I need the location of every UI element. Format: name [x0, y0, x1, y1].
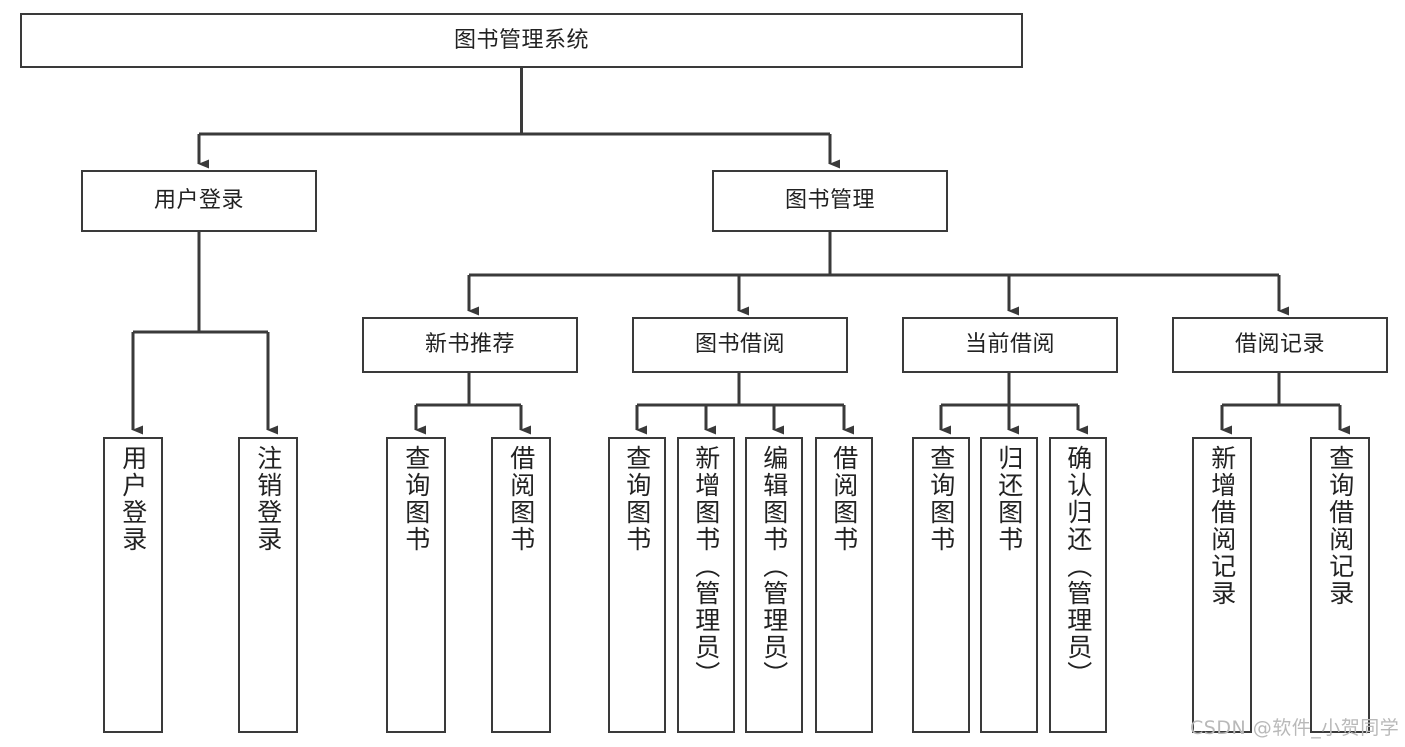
node-leaf-add-book[interactable]: 新增图书（管理员）	[677, 437, 735, 733]
node-leaf-borrow-book-1-label: 借阅图书	[506, 445, 536, 553]
node-book-borrow[interactable]: 图书借阅	[632, 317, 848, 373]
node-leaf-logout-login[interactable]: 注销登录	[238, 437, 298, 733]
node-leaf-query-book-2-label: 查询图书	[622, 445, 652, 553]
node-leaf-return-book-label: 归还图书	[994, 445, 1024, 553]
node-book-manage-label: 图书管理	[784, 188, 875, 214]
node-book-manage[interactable]: 图书管理	[712, 170, 948, 232]
node-borrow-record[interactable]: 借阅记录	[1172, 317, 1388, 373]
node-leaf-query-book-1[interactable]: 查询图书	[386, 437, 446, 733]
node-leaf-add-book-label: 新增图书（管理员）	[691, 445, 721, 688]
node-new-book-recommend-label: 新书推荐	[424, 332, 515, 358]
node-leaf-logout-login-label: 注销登录	[253, 445, 283, 553]
node-leaf-borrow-book-1[interactable]: 借阅图书	[491, 437, 551, 733]
node-user-login[interactable]: 用户登录	[81, 170, 317, 232]
node-leaf-borrow-book-2[interactable]: 借阅图书	[815, 437, 873, 733]
csdn-watermark: CSDN @软件_小贺同学	[1190, 717, 1400, 739]
node-leaf-borrow-book-2-label: 借阅图书	[829, 445, 859, 553]
node-leaf-query-book-1-label: 查询图书	[401, 445, 431, 553]
node-leaf-add-record[interactable]: 新增借阅记录	[1192, 437, 1252, 733]
node-current-borrow-label: 当前借阅	[964, 332, 1055, 358]
node-current-borrow[interactable]: 当前借阅	[902, 317, 1118, 373]
node-leaf-query-record-label: 查询借阅记录	[1325, 445, 1355, 607]
node-root-label: 图书管理系统	[453, 27, 589, 53]
node-borrow-record-label: 借阅记录	[1234, 332, 1325, 358]
node-new-book-recommend[interactable]: 新书推荐	[362, 317, 578, 373]
node-leaf-user-login[interactable]: 用户登录	[103, 437, 163, 733]
node-leaf-edit-book[interactable]: 编辑图书（管理员）	[745, 437, 803, 733]
node-leaf-query-book-3[interactable]: 查询图书	[912, 437, 970, 733]
node-user-login-label: 用户登录	[153, 188, 244, 214]
node-leaf-confirm-return-label: 确认归还（管理员）	[1063, 445, 1093, 688]
node-leaf-query-record[interactable]: 查询借阅记录	[1310, 437, 1370, 733]
node-book-borrow-label: 图书借阅	[694, 332, 785, 358]
node-leaf-edit-book-label: 编辑图书（管理员）	[759, 445, 789, 688]
node-leaf-add-record-label: 新增借阅记录	[1207, 445, 1237, 607]
node-root[interactable]: 图书管理系统	[20, 13, 1023, 68]
node-leaf-query-book-2[interactable]: 查询图书	[608, 437, 666, 733]
node-leaf-query-book-3-label: 查询图书	[926, 445, 956, 553]
node-leaf-return-book[interactable]: 归还图书	[980, 437, 1038, 733]
node-leaf-user-login-label: 用户登录	[118, 445, 148, 553]
node-leaf-confirm-return[interactable]: 确认归还（管理员）	[1049, 437, 1107, 733]
